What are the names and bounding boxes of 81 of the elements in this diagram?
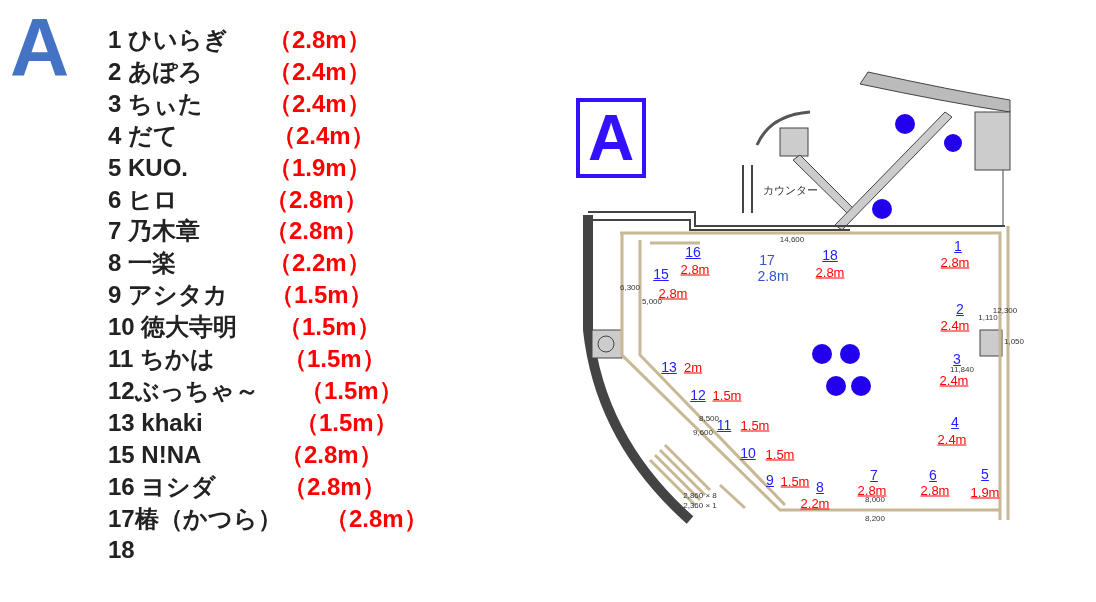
performer-name: 13 khaki	[108, 410, 203, 435]
height-value: 2.4m	[937, 432, 967, 446]
height-value: （2.8m）	[280, 442, 383, 467]
performer-name: 10 徳大寺明	[108, 315, 238, 340]
position-number: 2	[956, 302, 964, 316]
dimension-value: 8,500	[699, 415, 719, 423]
height-value: （2.4m）	[268, 59, 371, 84]
section-title: A	[10, 6, 70, 88]
position-number: 7	[870, 468, 878, 482]
height-value: （1.5m）	[270, 283, 373, 308]
height-value: （2.8m）	[265, 187, 368, 212]
performer-name: 16 ヨシダ	[108, 474, 217, 499]
room-label: カウンター	[762, 184, 818, 196]
height-value: （2.8m）	[268, 28, 371, 52]
position-number: 1	[954, 239, 962, 253]
dimension-value: 12,300	[992, 307, 1018, 315]
position-number: 18	[822, 248, 838, 262]
position-number: 3	[953, 352, 961, 366]
height-value: （2.8m）	[265, 219, 368, 244]
performer-name: 17椿（かつら）	[108, 506, 282, 531]
position-number: 15	[653, 267, 669, 281]
position-number: 5	[981, 467, 989, 481]
performer-name: 18	[108, 538, 135, 563]
position-number: 6	[929, 468, 937, 482]
height-value: （1.5m）	[278, 315, 381, 340]
performer-name: 15 N!NA	[108, 442, 202, 467]
height-value: （1.9m）	[268, 155, 371, 180]
height-value: 2.4m	[939, 373, 969, 387]
height-value: 2m	[683, 360, 703, 374]
position-number: 12	[690, 388, 706, 402]
performer-name: 12ぶっちゃ～	[108, 378, 259, 403]
performer-name: 6 ヒロ	[108, 187, 178, 212]
height-value: （2.2m）	[268, 251, 371, 276]
performer-name: 1 ひいらぎ	[108, 28, 228, 52]
dimension-value: 9,600	[693, 429, 713, 437]
height-value: 1.5m	[740, 418, 770, 432]
height-value: （2.8m）	[325, 506, 428, 531]
height-value: 2.2m	[800, 496, 830, 510]
position-number: 8	[816, 480, 824, 494]
height-value: 1.5m	[765, 447, 795, 461]
section-letter: A	[576, 98, 646, 178]
performer-name: 9 アシタカ	[108, 283, 228, 308]
position-number: 10	[740, 446, 756, 460]
height-value: 2.8m	[940, 255, 970, 269]
position-number: 9	[766, 473, 774, 487]
height-value: 1.5m	[780, 474, 810, 488]
performer-name: 3 ちぃた	[108, 91, 203, 116]
height-value: 2.8m	[857, 483, 887, 497]
height-value: （2.8m）	[283, 474, 386, 499]
dimension-value: 5,000	[642, 298, 662, 306]
performer-name: 8 一楽	[108, 251, 176, 276]
performer-name: 7 乃木章	[108, 219, 200, 244]
height-value: 2.8m	[680, 262, 710, 276]
performer-name: 4 だて	[108, 123, 178, 148]
position-number: 16	[685, 245, 701, 259]
dimension-value: 1,050	[1004, 338, 1024, 346]
height-value: 2.8m	[815, 265, 845, 279]
performer-name: 11 ちかは	[108, 347, 216, 371]
dimension-value: 2,360 × 1	[683, 502, 717, 510]
height-value: （2.4m）	[268, 91, 371, 116]
height-value: 2.8m	[757, 269, 789, 283]
dimension-value: 8,000	[865, 496, 885, 504]
position-number: 13	[661, 360, 677, 374]
performer-name: 5 KUO.	[108, 155, 188, 180]
dimension-value: 2,860 × 8	[683, 492, 717, 500]
performer-name: 2 あぽろ	[108, 59, 203, 84]
dimension-value: 6,300	[620, 284, 640, 292]
position-number: 17	[759, 253, 775, 267]
dimension-value: 1,110	[978, 314, 998, 322]
height-value: 2.8m	[920, 483, 950, 497]
position-number: 4	[951, 415, 959, 429]
height-value: （1.5m）	[283, 347, 386, 371]
height-value: （1.5m）	[295, 410, 398, 435]
dimension-value: 8,200	[865, 515, 885, 523]
height-value: （1.5m）	[300, 378, 403, 403]
dimension-value: 14,600	[779, 236, 805, 244]
height-value: （2.4m）	[272, 123, 375, 148]
height-value: 1.5m	[712, 388, 742, 402]
height-value: 1.9m	[970, 485, 1000, 499]
height-value: 2.4m	[940, 318, 970, 332]
dimension-value: 11,840	[950, 366, 974, 374]
